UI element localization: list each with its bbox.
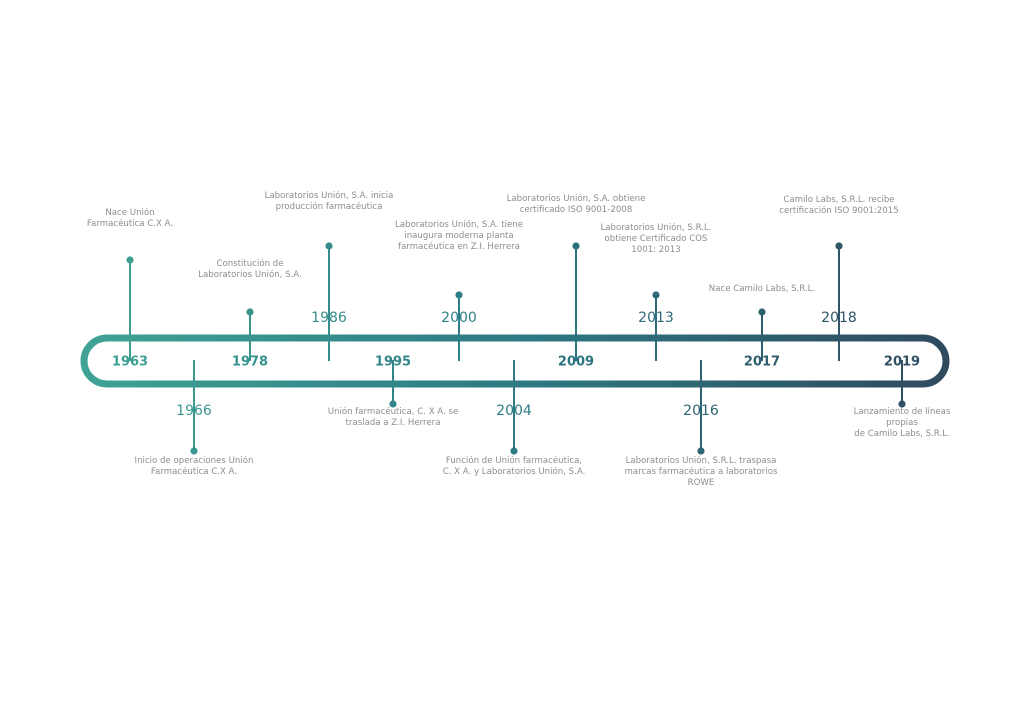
event-dot xyxy=(510,447,518,455)
event-dot xyxy=(126,256,134,264)
event-year: 2018 xyxy=(821,310,857,326)
event-dot xyxy=(389,400,397,408)
event-dot xyxy=(325,242,333,250)
event-year: 2017 xyxy=(743,354,781,370)
event-dot xyxy=(652,291,660,299)
event-description: Laboratorios Unión, S.A. inicia producci… xyxy=(264,191,394,212)
event-description: Lanzamiento de líneas propias de Camilo … xyxy=(853,407,951,439)
event-dot xyxy=(572,242,580,250)
event-year: 1986 xyxy=(311,310,347,326)
event-year: 2013 xyxy=(638,310,674,326)
event-dot xyxy=(758,308,766,316)
event-dot xyxy=(898,400,906,408)
event-dot xyxy=(697,447,705,455)
event-year: 1978 xyxy=(231,354,269,370)
event-description: Unión farmacéutica, C. X A. se traslada … xyxy=(327,407,459,428)
event-year: 2019 xyxy=(883,354,921,370)
event-description: Constitución de Laboratorios Unión, S.A. xyxy=(198,259,302,280)
event-description: Laboratorios Unión, S.A. obtiene certifi… xyxy=(506,194,646,215)
event-description: Nace Camilo Labs, S.R.L. xyxy=(708,284,816,294)
event-description: Laboratorios Unión, S.R.L. obtiene Certi… xyxy=(600,223,712,255)
event-year: 2000 xyxy=(441,310,477,326)
event-year: 2009 xyxy=(557,354,595,370)
event-description: Camilo Labs, S.R.L. recibe certificación… xyxy=(779,195,899,216)
event-description: Laboratorios Unión, S.A. tiene inaugura … xyxy=(394,220,524,252)
event-year: 1963 xyxy=(111,354,149,370)
event-year: 1995 xyxy=(374,354,412,370)
event-year: 1966 xyxy=(176,403,212,419)
event-description: Inicio de operaciones Unión Farmacéutica… xyxy=(134,456,254,477)
timeline-band xyxy=(80,334,950,388)
event-year: 2004 xyxy=(496,403,532,419)
event-dot xyxy=(835,242,843,250)
event-description: Nace Unión Farmacéutica C.X A. xyxy=(86,208,174,229)
event-dot xyxy=(455,291,463,299)
event-description: Laboratorios Unión, S.R.L. traspasa marc… xyxy=(624,456,778,488)
event-description: Función de Unión farmacéutica, C. X A. y… xyxy=(442,456,586,477)
event-year: 2016 xyxy=(683,403,719,419)
event-dot xyxy=(190,447,198,455)
event-dot xyxy=(246,308,254,316)
